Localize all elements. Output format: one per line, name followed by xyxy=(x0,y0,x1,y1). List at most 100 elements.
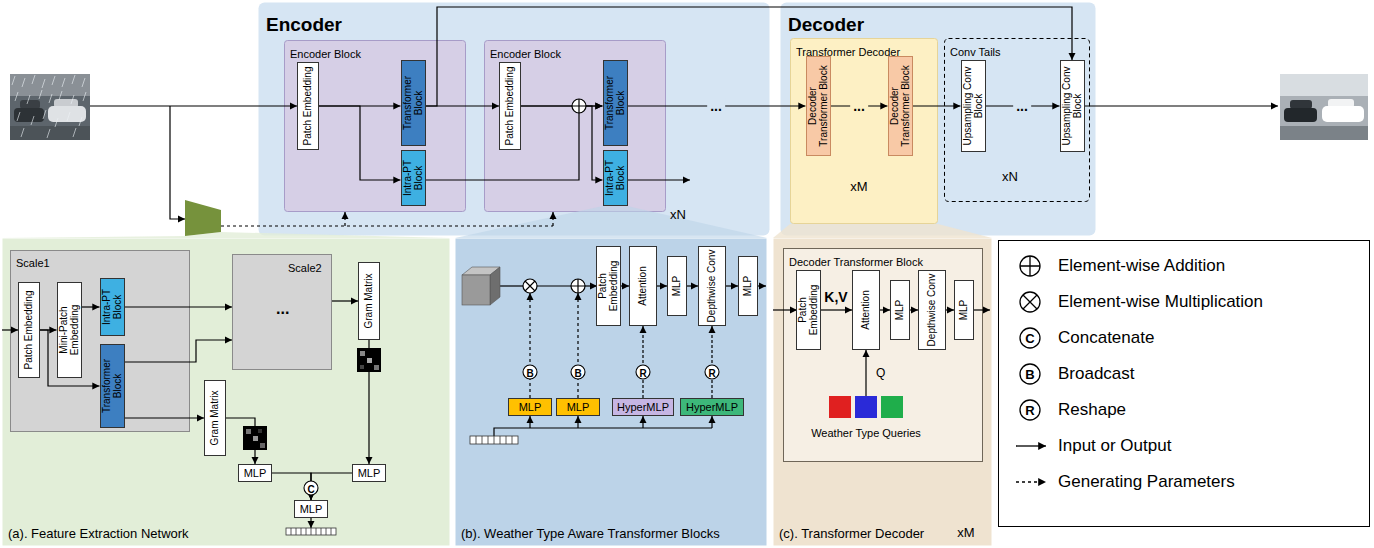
panel-background xyxy=(233,255,332,370)
connector xyxy=(913,105,961,106)
feature-vector xyxy=(476,436,512,444)
parameter-line xyxy=(344,212,345,226)
panel-title: (a). Feature Extraction Network xyxy=(8,526,189,541)
mlp-box: MLP xyxy=(556,398,600,416)
group-panel: (a). Feature Extraction NetworkScale1Pat… xyxy=(2,238,450,546)
box-label: Patch Embedding xyxy=(303,65,314,147)
operator-letter: B xyxy=(574,368,581,379)
flow-line xyxy=(500,285,523,286)
legend-text: Reshape xyxy=(1058,400,1126,419)
connector xyxy=(880,309,890,310)
box-label: HyperMLP xyxy=(617,401,669,413)
box-label: MLP xyxy=(959,283,970,337)
edge-label-holder: K,V xyxy=(821,288,850,306)
vertical-block: Depthwise Conv xyxy=(698,246,726,326)
gram-matrix-icon xyxy=(258,429,262,433)
edge-label: K,V xyxy=(821,289,850,305)
parameter-line xyxy=(577,293,578,398)
gram-matrix-icon xyxy=(246,429,251,434)
vertical-block: Intra-PT Block xyxy=(603,150,628,206)
legend-holder: Input or Output xyxy=(1058,436,1171,456)
flow-line xyxy=(773,309,797,310)
vertical-block: Intra-PT Block xyxy=(401,150,426,206)
operator-circle xyxy=(705,365,719,379)
panel-background xyxy=(3,239,450,546)
flow-line xyxy=(537,285,571,286)
box-label: Depthwise Conv xyxy=(707,249,718,323)
box-label: Transformer Block xyxy=(605,63,626,143)
weather-query-square xyxy=(881,396,903,418)
group-panel: Transformer DecoderDecoder Transformer B… xyxy=(790,38,938,224)
weather-query-square xyxy=(855,396,877,418)
flow-line xyxy=(865,350,866,396)
multiplication-symbol xyxy=(523,279,537,293)
group-panel: EncoderEncoder BlockPatch Embedding Trans… xyxy=(258,2,770,236)
annotation-label: xN xyxy=(670,207,686,222)
vertical-block: MLP xyxy=(738,256,758,316)
vertical-block: Gram Matrix xyxy=(204,380,226,456)
label-holder: xM xyxy=(957,523,974,541)
operator-circle xyxy=(304,365,719,495)
legend-symbol xyxy=(1016,445,1046,446)
feature-vector xyxy=(286,528,336,535)
legend-holder: Generating Parameters xyxy=(1058,472,1235,492)
feature-extractor-trapezoid xyxy=(185,200,221,236)
panel-title: (b). Weather Type Aware Transformer Bloc… xyxy=(461,526,720,541)
feature-vector xyxy=(470,436,518,444)
vertical-block: Mini-Patch Embedding xyxy=(57,282,82,378)
vertical-block: Patch Embedding xyxy=(796,270,821,350)
panel-text: ... xyxy=(276,300,289,317)
connector xyxy=(946,309,954,310)
panel-title: Decoder Transformer Block xyxy=(789,256,923,268)
vertical-block: Transformer Block xyxy=(401,60,426,146)
legend-symbol xyxy=(1020,364,1040,384)
gram-matrix-icon xyxy=(243,426,267,450)
panel-background xyxy=(945,39,1090,202)
label-holder: Weather Type Queries xyxy=(811,423,921,441)
gram-matrix-icon xyxy=(357,348,381,372)
text-holder: (a). Feature Extraction Network xyxy=(8,524,189,542)
annotation-label: xN xyxy=(1002,169,1018,184)
label-holder: B xyxy=(526,363,533,381)
connector xyxy=(332,300,358,301)
restored-output-image xyxy=(1280,74,1368,140)
edge-label-holder: ... xyxy=(1013,97,1031,115)
panel-title: Encoder xyxy=(266,14,342,35)
label-holder: C xyxy=(307,479,314,497)
annotation-label: xM xyxy=(850,179,867,194)
zoom-funnel xyxy=(773,224,992,238)
box-label: Decoder Transformer Block xyxy=(808,59,829,153)
connector xyxy=(125,340,233,362)
connector xyxy=(711,326,712,398)
operator-letter: Q xyxy=(876,366,885,380)
legend-holder: Element-wise Addition xyxy=(1058,256,1225,276)
text-holder: Encoder Block xyxy=(490,44,561,62)
label-holder: C xyxy=(1025,329,1034,347)
text-holder: Decoder Transformer Block xyxy=(789,252,923,270)
zoom-funnel xyxy=(2,206,992,238)
legend-symbol xyxy=(1020,400,1040,420)
vertical-block: Patch Embedding xyxy=(18,282,40,378)
operator-circle xyxy=(636,365,650,379)
vertical-block: MLP xyxy=(667,256,687,316)
label-holder: B xyxy=(1025,365,1034,383)
rainy-input-image xyxy=(10,74,90,140)
box-label: Patch Embedding xyxy=(24,285,35,375)
gram-matrix-icon xyxy=(360,351,365,356)
box-label: Intra-PT Block xyxy=(102,281,123,333)
box-label: Upsampling Conv Block xyxy=(1062,63,1083,149)
rainy-input-image xyxy=(14,108,44,122)
gram-matrix-icon xyxy=(243,348,381,450)
flow-line xyxy=(2,329,18,330)
vertical-block: MLP xyxy=(954,280,974,340)
legend-text: Broadcast xyxy=(1058,364,1135,383)
connector xyxy=(687,285,698,286)
group-panel: DecoderTransformer DecoderDecoder Transf… xyxy=(780,2,1096,236)
label-holder: B xyxy=(574,363,581,381)
edge-label: ... xyxy=(1013,98,1031,114)
annotation-label: Weather Type Queries xyxy=(811,427,921,439)
legend-frame xyxy=(999,241,1370,527)
legend-symbol xyxy=(1020,328,1040,348)
flow-line xyxy=(90,105,297,106)
